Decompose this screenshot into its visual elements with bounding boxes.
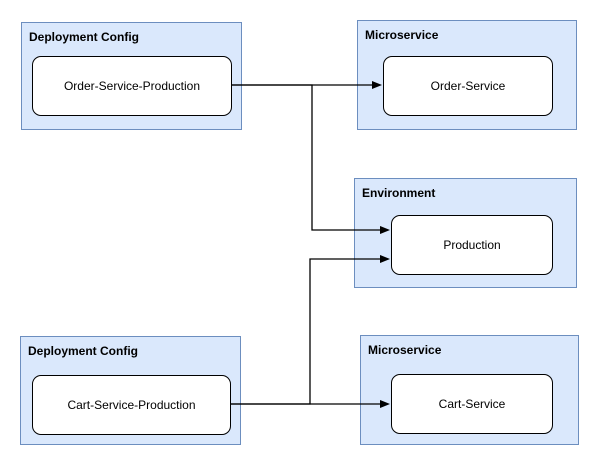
node-cart-service[interactable]: Cart-Service: [391, 374, 553, 434]
node-order-service-production[interactable]: Order-Service-Production: [32, 56, 232, 116]
node-label: Production: [443, 238, 501, 252]
node-production[interactable]: Production: [391, 215, 553, 275]
container-label: Microservice: [365, 28, 439, 42]
container-label: Microservice: [368, 343, 442, 357]
container-microservice-cart[interactable]: Microservice Cart-Service: [360, 335, 579, 445]
container-label: Environment: [362, 186, 436, 200]
container-label: Deployment Config: [28, 344, 138, 358]
container-deployment-config-cart[interactable]: Deployment Config Cart-Service-Productio…: [20, 336, 241, 445]
node-cart-service-production[interactable]: Cart-Service-Production: [32, 375, 231, 435]
node-order-service[interactable]: Order-Service: [383, 56, 553, 116]
container-environment[interactable]: Environment Production: [354, 178, 577, 288]
node-label: Order-Service: [430, 79, 506, 93]
container-deployment-config-order[interactable]: Deployment Config Order-Service-Producti…: [21, 22, 242, 130]
node-label: Order-Service-Production: [63, 79, 201, 93]
container-label: Deployment Config: [29, 30, 139, 44]
node-label: Cart-Service-Production: [67, 398, 196, 412]
container-microservice-order[interactable]: Microservice Order-Service: [357, 20, 577, 130]
node-label: Cart-Service: [438, 397, 506, 411]
